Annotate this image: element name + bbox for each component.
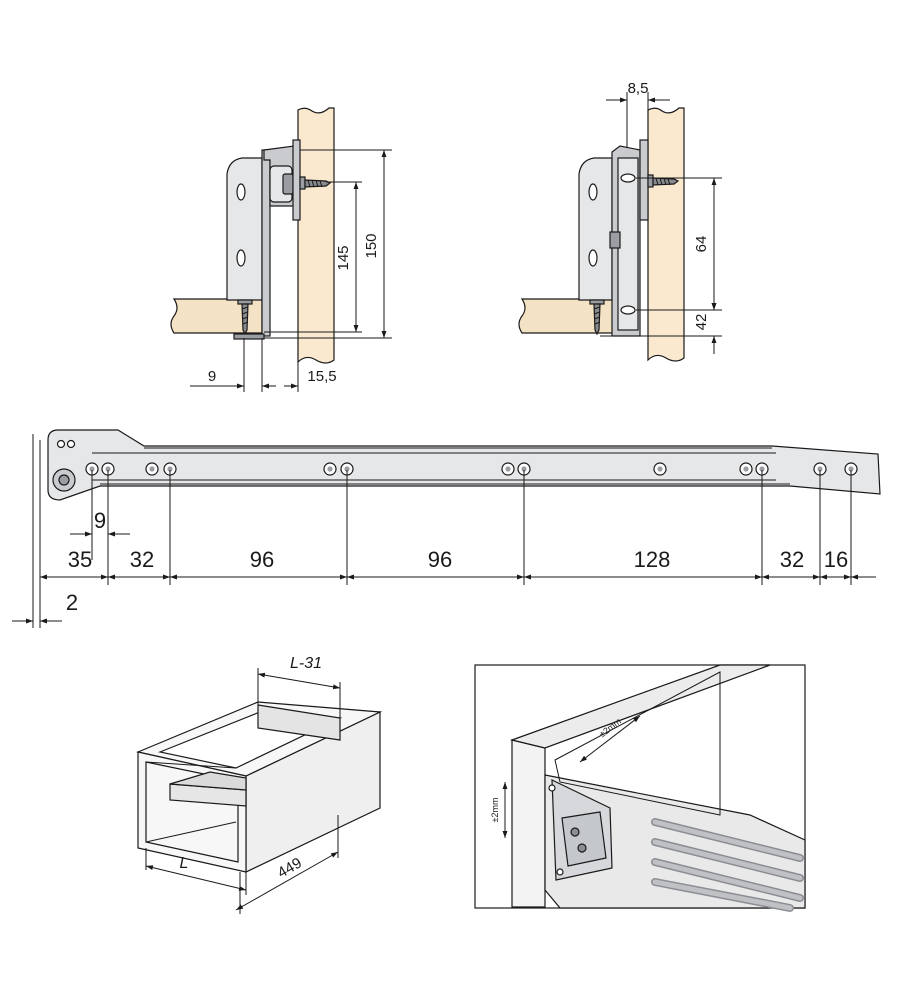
dim-16: 16 [824, 547, 848, 572]
vent-slots [651, 818, 804, 912]
drawer-runner-icon [32, 429, 881, 628]
dim-128: 128 [634, 547, 671, 572]
fixing-hole-icon [588, 183, 598, 201]
cabinet-panel [647, 107, 685, 362]
dim-l: L [180, 855, 189, 872]
hole-center [105, 466, 111, 472]
screw-icon [299, 176, 332, 190]
runner-dimensions: 9 35 32 96 96 128 32 16 2 [12, 470, 876, 624]
dim-15-5: 15,5 [307, 368, 336, 385]
vent-slot-inner [652, 839, 803, 881]
detail-view: ±2mm ±2mm [474, 664, 806, 912]
dim-l-31: L-31 [290, 655, 322, 672]
dim-8-5: 8,5 [628, 80, 649, 97]
vent-slot-inner [652, 879, 793, 911]
wheel-hub [282, 173, 294, 195]
adjuster-plate [561, 811, 607, 867]
screw-icon [647, 174, 680, 188]
rail-strip [639, 139, 649, 221]
fixing-hole-icon [620, 173, 636, 183]
hole-center [743, 466, 749, 472]
drawer-side-metal [226, 157, 263, 301]
dim-449: 449 [275, 854, 305, 881]
drawer-bottom [518, 298, 615, 334]
side-view-left: 150 145 9 15,5 [170, 107, 392, 392]
fixing-hole-icon [236, 249, 246, 267]
dim-9-runner: 9 [94, 508, 106, 533]
dim-96-a: 96 [250, 547, 274, 572]
dim-96-b: 96 [428, 547, 452, 572]
hole-center [327, 466, 333, 472]
hole-center [89, 466, 95, 472]
fixing-hole-icon [56, 439, 66, 449]
box-back [257, 704, 341, 741]
hole-center [817, 466, 823, 472]
bracket-face [617, 157, 639, 331]
hole-center [657, 466, 663, 472]
hole-center [505, 466, 511, 472]
fixing-hole-icon [620, 305, 636, 315]
hole-center [344, 466, 350, 472]
front-panel [511, 739, 546, 908]
screw-icon [589, 299, 605, 336]
dim-64: 64 [693, 236, 710, 253]
drawer-box: L-31 L 449 [136, 655, 383, 914]
drawer-side-metal [578, 157, 613, 301]
cabinet-rail [292, 139, 301, 221]
fixing-hole-icon [588, 249, 598, 267]
cabinet-panel [297, 107, 335, 364]
dim-150: 150 [363, 233, 380, 258]
bottom-clip [233, 333, 265, 340]
dim-2: 2 [66, 590, 78, 615]
drawer-bottom [170, 298, 263, 334]
vent-slot-inner [652, 819, 803, 861]
adjuster-screw-icon [570, 827, 580, 837]
adjuster-screw-icon [577, 843, 587, 853]
hole-center [848, 466, 854, 472]
vent-slot-inner [652, 859, 803, 901]
side-view-right: 8,5 64 42 [518, 80, 722, 362]
tolerance-vertical: ±2mm [490, 798, 500, 823]
inner-panel [554, 671, 721, 816]
dim-145: 145 [335, 245, 352, 270]
dim-42: 42 [693, 314, 710, 331]
hole-center [759, 466, 765, 472]
hole-center [167, 466, 173, 472]
dim-35: 35 [68, 547, 92, 572]
hole-center [149, 466, 155, 472]
dim-9-left: 9 [208, 368, 216, 385]
fixing-hole-icon [66, 439, 76, 449]
hole-center [521, 466, 527, 472]
panel-top [509, 664, 771, 749]
runner-holes [85, 462, 858, 476]
dim-32-b: 32 [780, 547, 804, 572]
drawer-side-edge [261, 149, 271, 337]
dim-32-a: 32 [130, 547, 154, 572]
fixing-hole-icon [236, 183, 246, 201]
bracket-tab [609, 231, 621, 249]
screw-icon [237, 299, 253, 336]
